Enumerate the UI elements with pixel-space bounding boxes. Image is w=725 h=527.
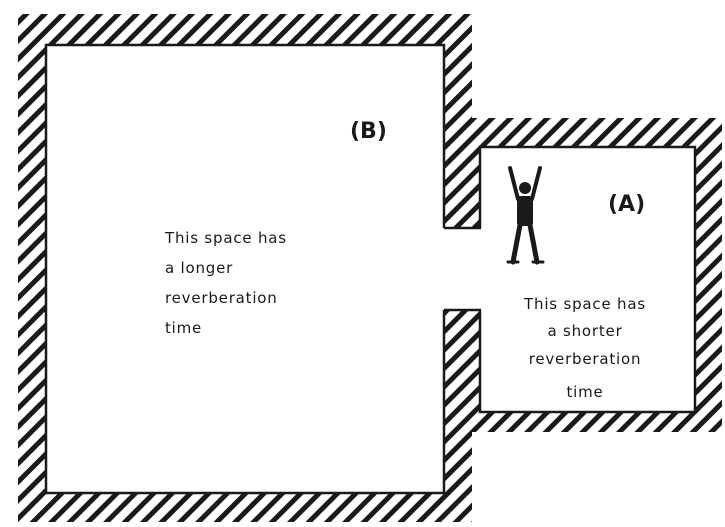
room-b-text-line-4: time: [165, 319, 202, 337]
room-b-space: [44, 43, 446, 495]
room-a-text-line-4: time: [566, 383, 603, 401]
room-b-text-line-3: reverberation: [165, 289, 278, 307]
room-b-text-line-2: a longer: [165, 259, 233, 277]
room-a-text-line-3: reverberation: [529, 350, 642, 368]
room-a-label: (A): [608, 192, 645, 217]
person-arms-raised-icon: [506, 166, 545, 265]
room-a-text-line-2: a shorter: [547, 322, 622, 340]
room-a-text-line-1: This space has: [523, 295, 646, 313]
room-b-label: (B): [350, 119, 387, 144]
doorway-opening: [442, 228, 482, 310]
room-b-text-line-1: This space has: [164, 229, 287, 247]
room-a-space: [478, 145, 697, 414]
